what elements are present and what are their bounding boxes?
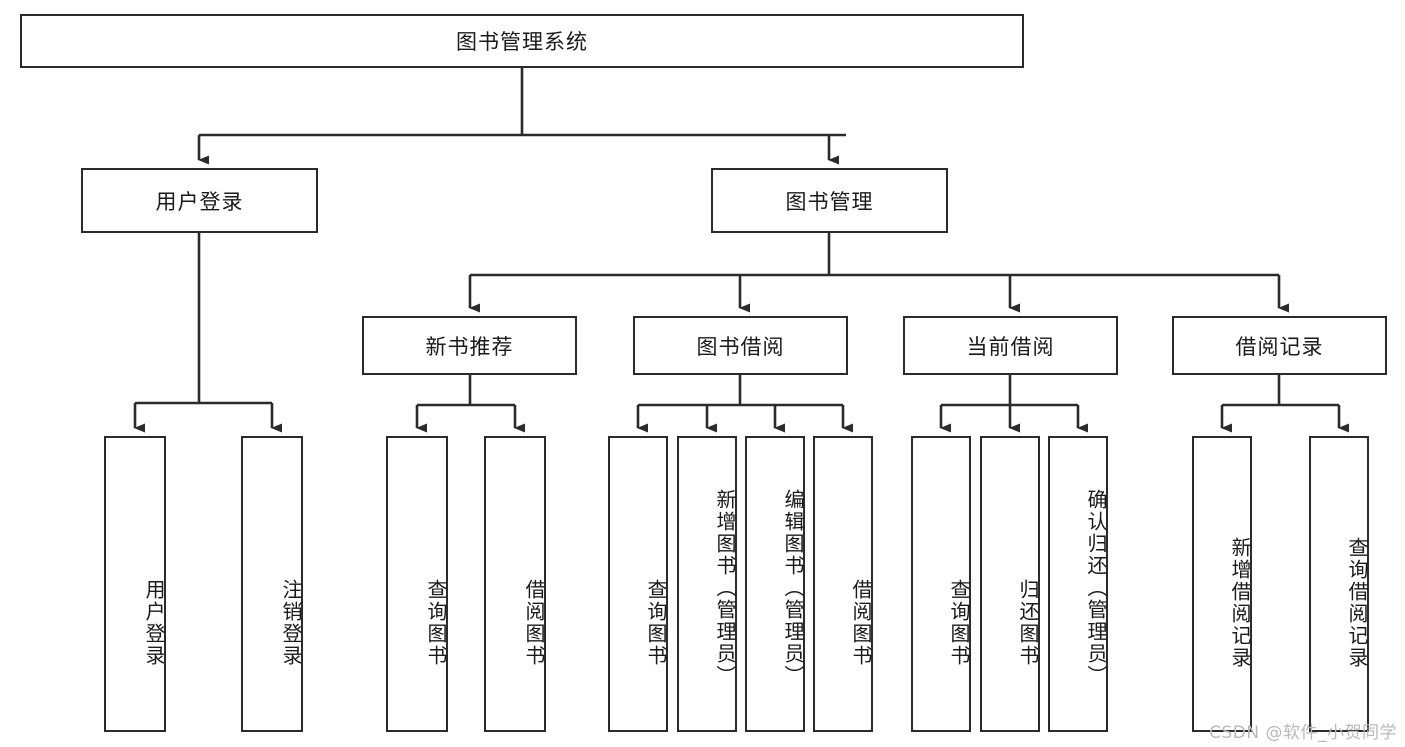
node-leaf-query-record-label: 查询借阅记录 [1345, 537, 1369, 669]
node-leaf-query-record[interactable]: 查询借阅记录 [1309, 436, 1369, 732]
node-leaf-return-book[interactable]: 归还图书 [980, 436, 1040, 732]
node-leaf-query-book-3[interactable]: 查询图书 [911, 436, 971, 732]
node-new-book-rec[interactable]: 新书推荐 [362, 316, 577, 375]
node-new-book-rec-label: 新书推荐 [425, 334, 514, 359]
node-leaf-add-record[interactable]: 新增借阅记录 [1192, 436, 1252, 732]
node-borrow-record[interactable]: 借阅记录 [1172, 316, 1387, 375]
node-leaf-borrow-book-2[interactable]: 借阅图书 [813, 436, 873, 732]
node-leaf-add-record-label: 新增借阅记录 [1228, 537, 1252, 669]
node-leaf-user-logout-label: 注销登录 [279, 579, 303, 667]
node-user-login[interactable]: 用户登录 [81, 168, 318, 233]
node-leaf-borrow-book-1[interactable]: 借阅图书 [484, 436, 546, 732]
node-leaf-add-book[interactable]: 新增图书（管理员） [677, 436, 737, 732]
node-leaf-query-book-2[interactable]: 查询图书 [608, 436, 668, 732]
node-leaf-user-login-label: 用户登录 [142, 579, 166, 667]
node-current-borrow[interactable]: 当前借阅 [903, 316, 1118, 375]
node-leaf-query-book-1[interactable]: 查询图书 [386, 436, 448, 732]
node-leaf-confirm-return-label: 确认归还（管理员） [1084, 489, 1108, 687]
node-root[interactable]: 图书管理系统 [20, 14, 1024, 68]
node-leaf-user-logout[interactable]: 注销登录 [241, 436, 303, 732]
node-book-borrow[interactable]: 图书借阅 [633, 316, 848, 375]
node-current-borrow-label: 当前借阅 [966, 334, 1055, 359]
node-leaf-query-book-2-label: 查询图书 [644, 579, 668, 667]
node-leaf-confirm-return[interactable]: 确认归还（管理员） [1048, 436, 1108, 732]
node-leaf-edit-book-label: 编辑图书（管理员） [781, 489, 805, 687]
node-leaf-edit-book[interactable]: 编辑图书（管理员） [745, 436, 805, 732]
node-book-borrow-label: 图书借阅 [696, 334, 785, 359]
node-leaf-borrow-book-1-label: 借阅图书 [522, 579, 546, 667]
node-user-login-label: 用户登录 [155, 189, 244, 214]
node-borrow-record-label: 借阅记录 [1235, 334, 1324, 359]
node-leaf-query-book-3-label: 查询图书 [947, 579, 971, 667]
node-book-manage-label: 图书管理 [785, 189, 874, 214]
node-leaf-user-login[interactable]: 用户登录 [104, 436, 166, 732]
node-leaf-query-book-1-label: 查询图书 [424, 579, 448, 667]
node-leaf-return-book-label: 归还图书 [1016, 579, 1040, 667]
node-root-label: 图书管理系统 [456, 30, 588, 54]
node-leaf-borrow-book-2-label: 借阅图书 [849, 579, 873, 667]
node-book-manage[interactable]: 图书管理 [711, 168, 948, 233]
node-leaf-add-book-label: 新增图书（管理员） [713, 489, 737, 687]
